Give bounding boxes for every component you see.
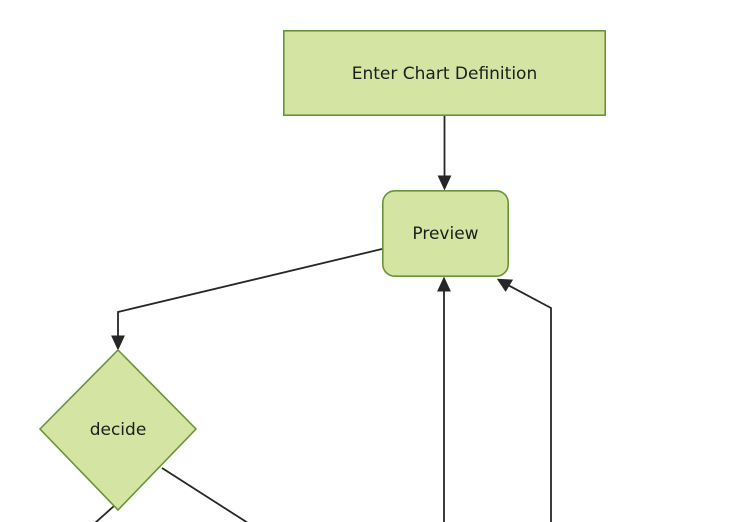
edge-layer bbox=[94, 116, 552, 522]
edge-decide-out-right bbox=[161, 467, 249, 522]
edge-preview-to-decide-line bbox=[117, 248, 383, 343]
node-enter-chart-definition-shape[interactable] bbox=[282, 29, 606, 117]
node-decide-shape[interactable] bbox=[38, 348, 198, 512]
node-preview-shape[interactable] bbox=[381, 190, 509, 278]
node-preview-label: Preview bbox=[412, 224, 478, 244]
edge-preview-to-decide-arrowhead bbox=[111, 335, 125, 351]
node-enter-chart-definition[interactable]: Enter Chart Definition bbox=[282, 29, 606, 117]
edge-preview-to-decide bbox=[111, 248, 383, 351]
node-layer: Enter Chart Definition Preview decide bbox=[38, 29, 606, 512]
edge-enter-to-preview-arrowhead bbox=[437, 175, 452, 191]
edge-return-right-to-preview-arrowhead bbox=[496, 278, 514, 292]
node-decide[interactable]: decide bbox=[38, 348, 198, 512]
edge-return-center-to-preview-arrowhead bbox=[437, 276, 451, 292]
edge-decide-out-bottom-line bbox=[94, 505, 115, 522]
edge-decide-out-bottom bbox=[94, 505, 115, 522]
edge-decide-out-right-line bbox=[161, 467, 249, 522]
edge-return-right-to-preview-line bbox=[505, 283, 552, 522]
node-enter-chart-definition-label: Enter Chart Definition bbox=[352, 64, 537, 84]
edge-enter-to-preview bbox=[437, 116, 452, 191]
node-decide-label: decide bbox=[90, 420, 147, 440]
node-preview[interactable]: Preview bbox=[381, 190, 509, 278]
edge-return-right-to-preview bbox=[496, 278, 552, 522]
edge-return-center-to-preview bbox=[437, 276, 451, 522]
